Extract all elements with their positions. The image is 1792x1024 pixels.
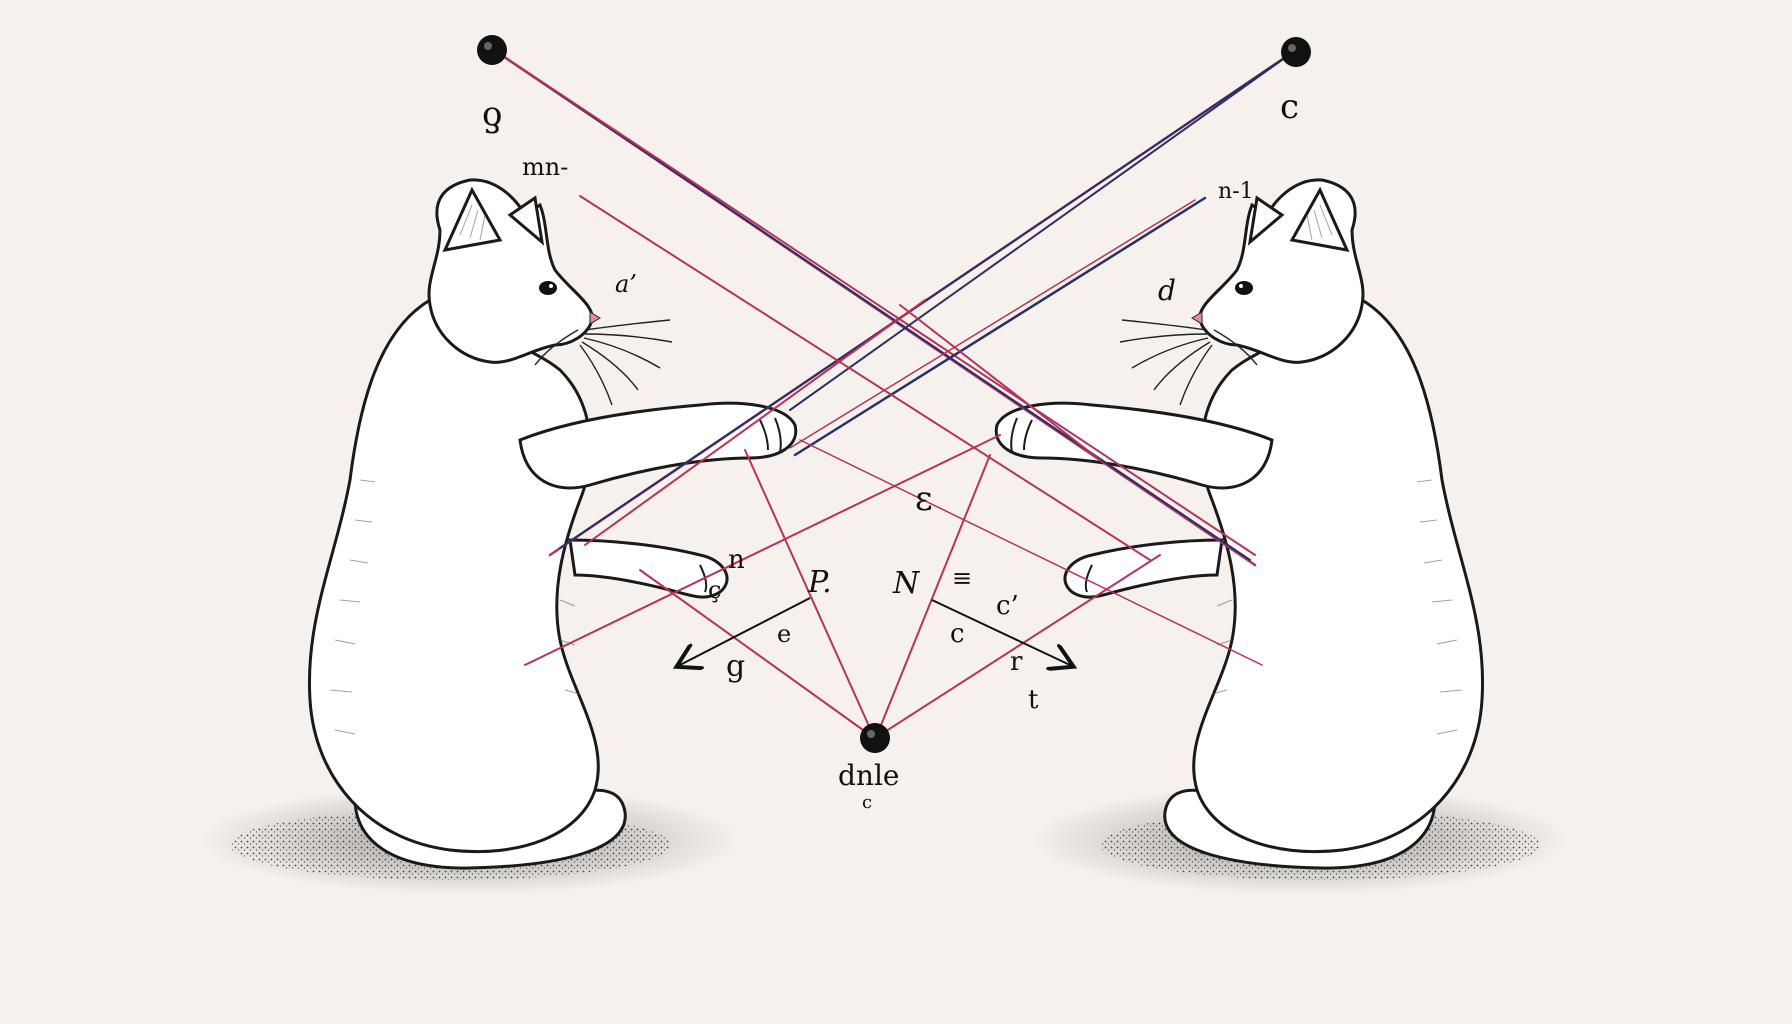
- string-bottom-4: [879, 554, 1161, 736]
- string-bottom-1: [744, 449, 874, 736]
- string-n1-b: [789, 199, 1196, 449]
- label-top-right-node: c: [1280, 87, 1299, 127]
- label-bottom-node: dnle: [838, 759, 899, 792]
- string-tr-2: [559, 49, 1297, 549]
- left-arrow: [680, 597, 811, 665]
- string-tr-3: [789, 49, 1297, 411]
- top-left-node-dot: [477, 35, 507, 65]
- right-cat: [994, 178, 1485, 870]
- label-left-c: ç: [708, 576, 721, 604]
- label-left-g: g: [726, 649, 745, 684]
- string-tl-2: [493, 49, 1251, 561]
- label-bottom-sub: c: [862, 792, 872, 813]
- label-right-cat: d: [1158, 274, 1176, 307]
- string-mn: [579, 195, 1151, 561]
- label-right-t: t: [1028, 685, 1039, 715]
- label-left-e: e: [777, 620, 791, 648]
- top-right-node-dot: [1281, 37, 1311, 67]
- label-right-c-prime: c’: [996, 591, 1019, 621]
- label-right-c: c: [950, 619, 965, 649]
- string-bottom-2: [876, 454, 991, 736]
- label-left-cat: a’: [615, 270, 637, 298]
- label-center-epsilon: ε: [915, 479, 933, 519]
- label-right-n: N: [892, 566, 921, 601]
- label-right-equiv: ≡: [952, 564, 972, 592]
- bottom-node-dot: [860, 723, 890, 753]
- strings: [492, 48, 1298, 736]
- left-cat: [307, 178, 798, 870]
- label-top-left-node: ƍ: [482, 94, 502, 134]
- string-paw-right: [799, 439, 1263, 666]
- label-left-n: n: [728, 545, 745, 575]
- string-paw-left: [524, 434, 1001, 666]
- right-arrow: [931, 599, 1070, 665]
- string-bottom-3: [639, 569, 871, 736]
- label-upper-right-string: n-1: [1218, 179, 1254, 204]
- string-mid-2: [899, 304, 1101, 461]
- string-tl-3: [493, 49, 1256, 556]
- label-upper-left-string: mn-: [522, 153, 568, 181]
- string-n1: [793, 196, 1207, 457]
- string-mid-1: [584, 299, 926, 546]
- label-right-r: r: [1010, 647, 1023, 677]
- label-left-p: P.: [807, 565, 832, 600]
